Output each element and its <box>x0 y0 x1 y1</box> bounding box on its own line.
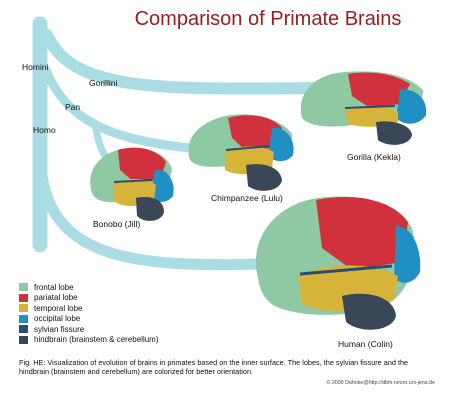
legend-label: hindbrain (brainstem & cerebellum) <box>34 335 159 345</box>
branch-homo <box>34 144 264 271</box>
legend-swatch-hindbrain <box>19 335 28 344</box>
chimp-occipital-lobe <box>268 127 294 162</box>
gorilla-occipital-lobe <box>396 89 427 124</box>
chimp-hindbrain <box>246 164 282 191</box>
legend-item: temporal lobe <box>19 303 159 314</box>
brain-label-gorilla: Gorilla (Kekla) <box>347 152 401 162</box>
legend-item: pariatal lobe <box>19 293 159 304</box>
legend: frontal lobe pariatal lobe temporal lobe… <box>19 282 159 345</box>
human-brain <box>255 196 421 330</box>
legend-swatch-temporal <box>19 304 28 313</box>
brain-label-chimpanzee: Chimpanzee (Lulu) <box>211 193 283 203</box>
chimpanzee-brain <box>188 114 294 191</box>
legend-label: pariatal lobe <box>34 293 78 303</box>
gorilla-brain <box>300 71 427 145</box>
taxon-label-homo: Homo <box>33 125 56 135</box>
taxon-label-gorillini: Gorillini <box>89 78 118 88</box>
bonobo-occipital-lobe <box>150 169 174 202</box>
legend-swatch-occipital <box>19 314 28 323</box>
copyright-notice: © 2009 Dahnke@http://dbm.neuro.uni-jena.… <box>326 380 435 386</box>
legend-label: occipital lobe <box>34 314 81 324</box>
bonobo-sylvian-fissure <box>113 179 153 183</box>
phylogeny-tree <box>32 16 324 271</box>
human-hindbrain <box>342 293 396 330</box>
legend-item: frontal lobe <box>19 282 159 293</box>
brain-label-human: Human (Colin) <box>338 339 393 349</box>
brain-label-bonobo: Bonobo (Jill) <box>93 219 141 229</box>
human-sylvian-fissure <box>299 264 393 276</box>
gorilla-sylvian-fissure <box>344 105 396 109</box>
bonobo-parietal-lobe <box>118 147 166 182</box>
taxon-label-pan: Pan <box>65 102 81 112</box>
legend-swatch-parietal <box>19 293 28 302</box>
human-parietal-lobe <box>316 196 408 270</box>
taxon-label-homini: Homini <box>22 62 49 72</box>
legend-item: hindbrain (brainstem & cerebellum) <box>19 335 159 346</box>
bonobo-brain <box>90 147 174 221</box>
human-occipital-lobe <box>394 226 421 283</box>
chimp-parietal-lobe <box>228 115 282 150</box>
branch-gorillini <box>41 29 324 95</box>
bonobo-hindbrain <box>136 197 164 221</box>
legend-swatch-sylvian <box>19 325 28 334</box>
figure-caption: Fig. HE: Visualization of evolution of b… <box>19 358 409 377</box>
gorilla-parietal-lobe <box>348 72 410 108</box>
legend-item: sylvian fissure <box>19 324 159 335</box>
legend-item: occipital lobe <box>19 314 159 325</box>
chimp-sylvian-fissure <box>225 145 271 151</box>
legend-label: sylvian fissure <box>34 324 85 334</box>
legend-swatch-frontal <box>19 283 28 292</box>
page-title: Comparison of Primate Brains <box>134 8 402 30</box>
gorilla-hindbrain <box>376 121 412 145</box>
legend-label: temporal lobe <box>34 303 83 313</box>
legend-label: frontal lobe <box>34 282 74 292</box>
